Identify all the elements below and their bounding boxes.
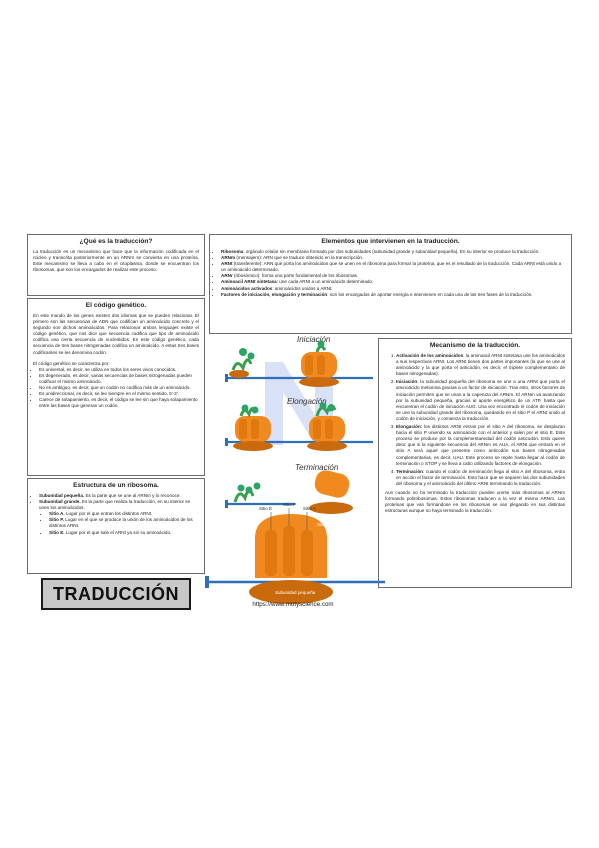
- initiation-scene: [225, 340, 373, 387]
- item-text: : orgánulo celular sin membrana formado …: [243, 249, 540, 254]
- mecanismo-closing: Aun cuando no ha terminado la traducción…: [385, 489, 565, 514]
- list-item: Terminación: cuando el codón de terminac…: [396, 469, 565, 487]
- item-term: Factores de iniciación, elongación y ter…: [221, 291, 328, 297]
- box-codigo: El código genético. En este mundo de los…: [27, 298, 205, 476]
- item-term: Aminoácidos activados: [221, 285, 273, 291]
- label-subunidad-pequena: Subunidad pequeña: [275, 590, 316, 595]
- elongation-scene: [225, 402, 373, 451]
- elementos-title: Elementos que intervienen en la traducci…: [321, 238, 460, 245]
- item-term: Subunidad grande.: [39, 499, 81, 505]
- item-text: Lugar en el que se produce la unión de l…: [49, 517, 193, 529]
- list-item: Sitio P. Lugar en el que se produce la u…: [49, 517, 199, 529]
- label-sitio-p: Sitio P: [283, 502, 296, 507]
- item-term: Terminación: [396, 468, 423, 474]
- item-text: : cuando el codón de terminación llega a…: [396, 468, 565, 486]
- item-text: : la aminoacil ARNt sintetasa une los am…: [396, 353, 565, 377]
- list-item: ARNt (transferente): ARN que porta los a…: [221, 261, 563, 273]
- label-sitio-a: Sitio A: [303, 506, 316, 511]
- item-term: Aminoacil ARNt sintetasa: [221, 279, 277, 285]
- item-text: Es la parte que realiza la traducción, e…: [39, 499, 191, 511]
- list-item: Es unidireccional, es decir, se lee siem…: [39, 391, 199, 397]
- estructura-title: Estructura de un ribosoma.: [73, 482, 159, 489]
- list-item: Ribosoma: orgánulo celular sin membrana …: [221, 249, 563, 255]
- list-item: Iniciación: la subunidad pequeña del rib…: [396, 379, 565, 422]
- box-que-es: ¿Qué es la traducción? La traducción es …: [27, 234, 205, 296]
- codigo-lead: El código genético se caracteriza por:: [33, 360, 110, 366]
- list-item: Subunidad grande. Es la parte que realiz…: [39, 499, 199, 536]
- item-text: Es la parte que se une al ARNm y lo reco…: [84, 493, 181, 498]
- item-text: : une cada ARNt a un aminoácido determin…: [276, 279, 374, 285]
- que-es-title: ¿Qué es la traducción?: [79, 238, 153, 245]
- box-mecanismo: Mecanismo de la traducción. Activación d…: [378, 338, 572, 588]
- item-term: Elongación: [396, 424, 421, 430]
- mecanismo-steps: Activación de los aminoácidos: la aminoa…: [379, 353, 571, 487]
- item-term: Sitio P.: [49, 517, 64, 523]
- list-item: Es universal, es decir, se utiliza en to…: [39, 367, 199, 373]
- item-text: Lugar por el que sale el ARNt ya sin su …: [64, 529, 172, 535]
- item-term: ARNt: [221, 261, 233, 267]
- list-item: Es degenerado, es decir, varias secuenci…: [39, 373, 199, 385]
- banner-text: TRADUCCIÓN: [53, 583, 179, 604]
- box-elementos: Elementos que intervienen en la traducci…: [209, 234, 572, 334]
- list-item: Carece de solapamiento, es decir, el cód…: [39, 397, 199, 409]
- list-item: Elongación: los distintos ARNt entran po…: [396, 424, 565, 467]
- item-text: (ribosómico): forma una parte fundamenta…: [232, 273, 359, 279]
- elementos-list: Ribosoma: orgánulo celular sin membrana …: [210, 249, 571, 298]
- title-banner: TRADUCCIÓN: [41, 578, 191, 610]
- label-subunidad-grande: Subunidad grande: [317, 522, 354, 527]
- list-item: Aminoacil ARNt sintetasa: une cada ARNt …: [221, 279, 563, 285]
- codigo-list: Es universal, es decir, se utiliza en to…: [28, 367, 204, 410]
- label-sitio-e: Sitio E: [259, 506, 272, 511]
- estructura-list: Subunidad pequeña. Es la parte que se un…: [28, 493, 204, 536]
- item-text: : aminoácidos unidos a ARNt.: [272, 285, 333, 291]
- item-text: (transferente): ARN que porta los aminoá…: [221, 261, 562, 273]
- que-es-body: La traducción es un mecanismo que hace q…: [33, 249, 199, 273]
- stage-label-terminacion: Terminación: [295, 463, 339, 472]
- item-text: : son los encargados de aportar energía …: [327, 291, 533, 297]
- stage-label-iniciacion: Iniciación: [297, 335, 331, 344]
- list-item: Factores de iniciación, elongación y ter…: [221, 292, 563, 298]
- list-item: Subunidad pequeña. Es la parte que se un…: [39, 493, 199, 499]
- labelled-ribosome: [205, 508, 385, 604]
- list-item: Sitio E. Lugar por el que sale el ARNt y…: [49, 530, 199, 536]
- item-term: ARNm: [221, 255, 236, 261]
- item-text: Lugar por el que entran los distintos AR…: [64, 511, 153, 517]
- codigo-intro: En este mundo de los genes existen dos i…: [33, 313, 199, 355]
- item-text: (mensajero): ARN que se traduce obtenido…: [235, 255, 364, 261]
- item-term: Sitio A.: [49, 511, 65, 517]
- list-item: Sitio A. Lugar por el que entran los dis…: [49, 511, 199, 517]
- item-term: ARNr: [221, 273, 233, 279]
- list-item: ARNr (ribosómico): forma una parte funda…: [221, 273, 563, 279]
- list-item: No es ambiguo, es decir, que un codón no…: [39, 385, 199, 391]
- stage-label-elongacion: Elongación: [287, 397, 327, 406]
- item-term: Subunidad pequeña.: [39, 493, 85, 498]
- list-item: Activación de los aminoácidos: la aminoa…: [396, 353, 565, 377]
- item-text: : la subunidad pequeña del ribosoma se u…: [396, 379, 565, 421]
- source-url: https://www.motyscience.com: [252, 601, 334, 608]
- item-term: Activación de los aminoácidos: [396, 353, 464, 358]
- item-term: Ribosoma: [221, 249, 244, 254]
- box-estructura: Estructura de un ribosoma. Subunidad peq…: [27, 478, 205, 574]
- codigo-title: El código genético.: [85, 302, 147, 309]
- mecanismo-title: Mecanismo de la traducción.: [429, 342, 521, 349]
- item-term: Iniciación: [396, 379, 418, 385]
- item-term: Sitio E.: [49, 529, 65, 535]
- list-item: Aminoácidos activados: aminoácidos unido…: [221, 286, 563, 292]
- item-text: : los distintos ARNt entran por el sitio…: [396, 424, 565, 466]
- termination-scene: [225, 470, 353, 514]
- list-item: ARNm (mensajero): ARN que se traduce obt…: [221, 255, 563, 261]
- sitios-list: Sitio A. Lugar por el que entran los dis…: [39, 511, 199, 535]
- translation-diagram: Iniciación Elongación Terminación: [205, 335, 385, 604]
